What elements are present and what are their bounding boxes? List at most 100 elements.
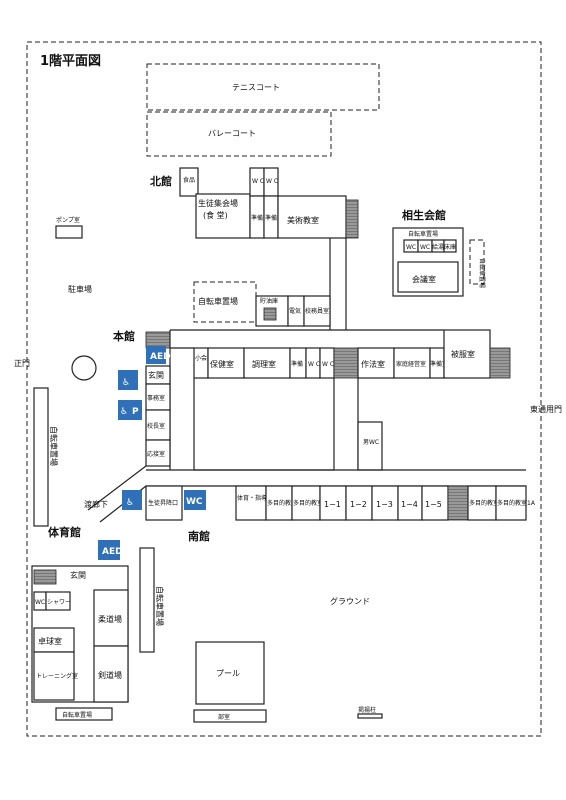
room-tamokuteki-d: [265, 485, 293, 521]
room-seito-shoko-label: 生徒昇降口: [148, 499, 178, 507]
gym-wc-label: WC: [35, 599, 45, 606]
bushitsu-label: 部室: [218, 713, 230, 721]
gym-kendo: [93, 645, 129, 703]
room-1-5-label: 1−5: [425, 500, 442, 509]
room-genkan-label: 玄関: [148, 370, 164, 380]
room-tamokuteki-b-label: 多目的教室1B: [469, 499, 507, 507]
aed-icon: AED: [102, 547, 123, 557]
hall-label: 相生会館: [402, 208, 446, 222]
left-bike-shed-label: 自転車置場: [49, 426, 59, 466]
room-tamokuteki-a: [495, 485, 527, 521]
wheelchair-sign-1: ♿: [118, 370, 138, 390]
room-osetsu-label: 応接室: [147, 450, 165, 458]
room-seito-shoko: [145, 485, 183, 521]
hall-yuka: [443, 239, 457, 253]
room-men-wc-label: 男WC: [363, 439, 379, 446]
room-kocho-label: 校長室: [147, 422, 165, 430]
gym-kendo-label: 剣道場: [98, 670, 122, 680]
aed-icon: AED: [150, 352, 171, 362]
room-sahou-label: 作法室: [361, 359, 385, 369]
volley-court: [146, 111, 332, 157]
room-art-label: 美術教室: [287, 215, 319, 225]
page-title: 1階平面図: [40, 53, 101, 69]
wheelchair-icon: ♿: [122, 378, 130, 388]
room-hifuku-label: 被服室: [451, 349, 475, 359]
wheelchair-icon: ♿: [126, 498, 134, 508]
room-men-wc: [357, 421, 383, 471]
room-hoken-label: 保健室: [210, 359, 234, 369]
gym-judo: [93, 589, 129, 647]
gym-label: 体育館: [48, 525, 81, 539]
hall-kyuto-label: 給湯: [432, 243, 444, 251]
pump-label: ポンプ室: [56, 216, 80, 224]
room-cafeteria-sub: (食 堂): [203, 210, 228, 220]
wheelchair-sign-south: ♿: [122, 490, 142, 510]
room-1-1-label: 1−1: [324, 500, 341, 509]
hall-yuka-label: 床庫: [444, 243, 456, 251]
room-1-2-label: 1−2: [350, 500, 367, 509]
watari-label: 渡廊下: [84, 499, 108, 509]
hall-kaigi-label: 会議室: [412, 274, 436, 284]
gym-judo-label: 柔道場: [98, 614, 122, 624]
pool-label: プール: [216, 669, 240, 678]
room-cafeteria-label: 生徒集会場: [198, 198, 238, 208]
room-oil-label: 貯油庫: [260, 297, 278, 305]
parking-sign: ♿ P: [118, 400, 142, 420]
gym-takkyu-label: 卓球室: [38, 636, 62, 646]
wc-icon: WC: [186, 497, 203, 507]
room-jimu-label: 事務室: [147, 394, 165, 402]
room-main-wc2-label: W C: [322, 361, 334, 368]
gym-bike-shed-label: 自転車置場: [62, 711, 92, 719]
gym-shower: [45, 591, 71, 611]
gym-training: [33, 651, 75, 701]
room-tamokuteki-b: [467, 485, 497, 521]
room-chori-label: 調理室: [252, 359, 276, 369]
gym-stair: [33, 569, 57, 585]
parking-label: 駐車場: [68, 284, 92, 294]
main-stair-west: [145, 331, 171, 349]
room-teacher-label: 校務員室: [305, 307, 329, 315]
room-katei: [393, 347, 431, 379]
right-bike-shed: [139, 547, 155, 653]
pool: [195, 641, 265, 705]
right-bike-shed-label: 自転車置場: [155, 586, 165, 626]
room-taiiku: [235, 485, 267, 521]
room-hifuku: [443, 329, 491, 379]
hall-bike-label: 自転車置場: [408, 230, 438, 238]
room-shokuhin-label: 食品: [183, 176, 195, 184]
room-1-3-label: 1−3: [376, 500, 393, 509]
east-gate-label: 東通用門: [530, 404, 562, 414]
room-kocho: [145, 409, 171, 441]
room-shokuhin: [179, 167, 199, 197]
room-katei-label: 家庭経営室: [396, 360, 426, 368]
room-sahou: [357, 347, 395, 379]
hall-wc2-label: WC: [420, 244, 430, 251]
gym-training-label: トレーニング室: [36, 672, 78, 680]
room-shokaigi-label: 小会議室: [195, 354, 219, 362]
hall-kaigi: [397, 261, 459, 293]
main-stair-east: [489, 347, 511, 379]
room-1-2: [345, 485, 373, 521]
room-tamokuteki-d-label: 多目的教室1D: [267, 499, 306, 507]
room-tamokuteki-c-label: 多目的教室1C: [293, 499, 331, 507]
room-junbi3-label: 準備室: [430, 360, 448, 368]
ground-label: グラウンド: [330, 596, 370, 606]
room-north-junbi1-label: 準備室: [251, 214, 269, 222]
bike-shed-north-label: 自転車置場: [198, 296, 238, 306]
room-north-wc1-label: W C: [252, 178, 264, 185]
main-building-label: 本館: [113, 329, 135, 343]
main-gate-label: 正門: [14, 359, 30, 368]
main-stair-center: [333, 347, 359, 379]
south-building-label: 南館: [188, 529, 210, 543]
room-north-junbi2-label: 準備室: [265, 214, 283, 222]
hall-side-bike: [469, 239, 485, 285]
room-junbi2-label: 準備: [291, 360, 303, 368]
room-teacher: [303, 295, 331, 327]
room-osetsu: [145, 439, 171, 467]
site-boundary: [26, 41, 542, 737]
tennis-court: [146, 63, 380, 111]
room-1-4-label: 1−4: [401, 500, 418, 509]
tennis-label: テニスコート: [232, 83, 280, 92]
round-feature: [71, 355, 97, 381]
